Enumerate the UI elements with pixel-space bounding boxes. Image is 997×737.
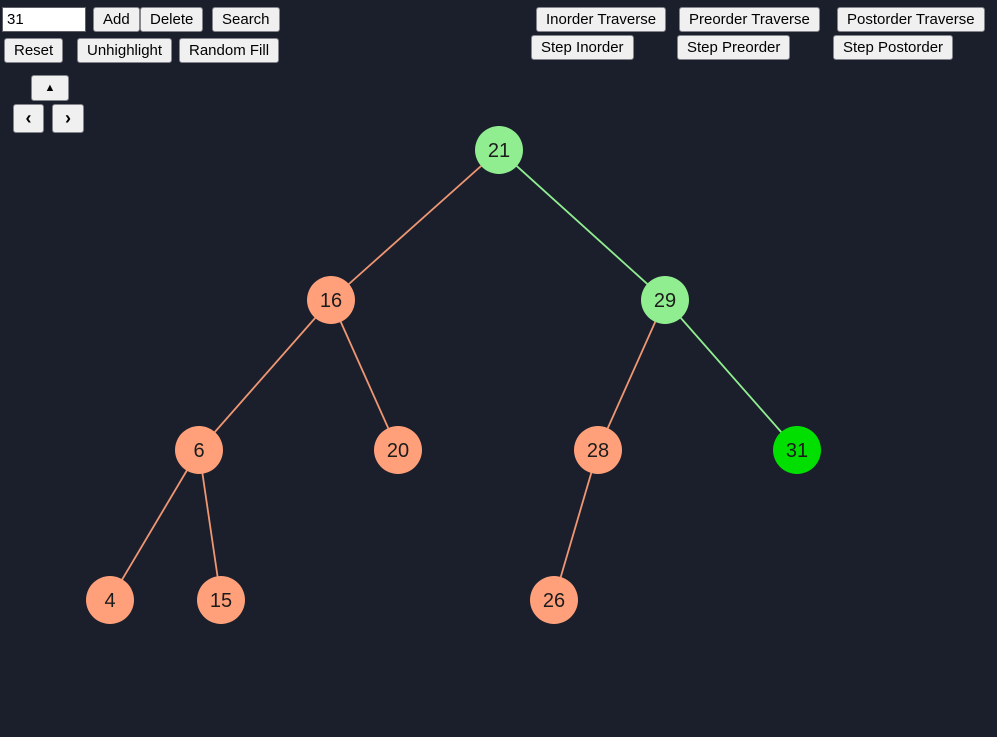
tree-edge-16-6 <box>198 299 332 451</box>
tree-edge-16-20 <box>330 299 399 451</box>
unhighlight-button[interactable]: Unhighlight <box>77 38 173 63</box>
search-button[interactable]: Search <box>212 7 280 32</box>
tree-edge-21-29 <box>498 149 666 301</box>
step-inorder-button[interactable]: Step Inorder <box>531 35 634 60</box>
up-arrow-icon: ▲ <box>44 82 56 94</box>
delete-button[interactable]: Delete <box>140 7 204 32</box>
pan-left-button[interactable]: ‹ <box>13 104 44 133</box>
tree-edge-29-31 <box>664 299 798 451</box>
step-postorder-button[interactable]: Step Postorder <box>833 35 954 60</box>
tree-edge-29-28 <box>597 299 666 451</box>
preorder-traverse-button[interactable]: Preorder Traverse <box>679 7 820 32</box>
step-preorder-button[interactable]: Step Preorder <box>677 35 791 60</box>
chevron-right-icon: › <box>65 108 71 128</box>
tree-edge-6-15 <box>198 449 222 601</box>
inorder-traverse-button[interactable]: Inorder Traverse <box>536 7 667 32</box>
tree-node-20 <box>374 426 422 474</box>
tree-node-6 <box>175 426 223 474</box>
pan-up-button[interactable]: ▲ <box>31 75 69 101</box>
chevron-left-icon: ‹ <box>25 108 32 128</box>
postorder-traverse-button[interactable]: Postorder Traverse <box>837 7 985 32</box>
pan-right-button[interactable]: › <box>52 104 84 133</box>
reset-button[interactable]: Reset <box>4 38 64 63</box>
tree-node-28 <box>574 426 622 474</box>
tree-node-29 <box>641 276 689 324</box>
tree-node-15 <box>197 576 245 624</box>
tree-node-26 <box>530 576 578 624</box>
tree-edge-21-16 <box>330 149 500 301</box>
random-fill-button[interactable]: Random Fill <box>179 38 280 63</box>
tree-node-21 <box>475 126 523 174</box>
tree-node-16 <box>307 276 355 324</box>
tree-node-31 <box>773 426 821 474</box>
add-button[interactable]: Add <box>93 7 140 32</box>
tree-node-4 <box>86 576 134 624</box>
tree-edge-6-4 <box>109 449 200 601</box>
tree-edge-28-26 <box>553 449 599 601</box>
value-input[interactable] <box>2 7 86 32</box>
